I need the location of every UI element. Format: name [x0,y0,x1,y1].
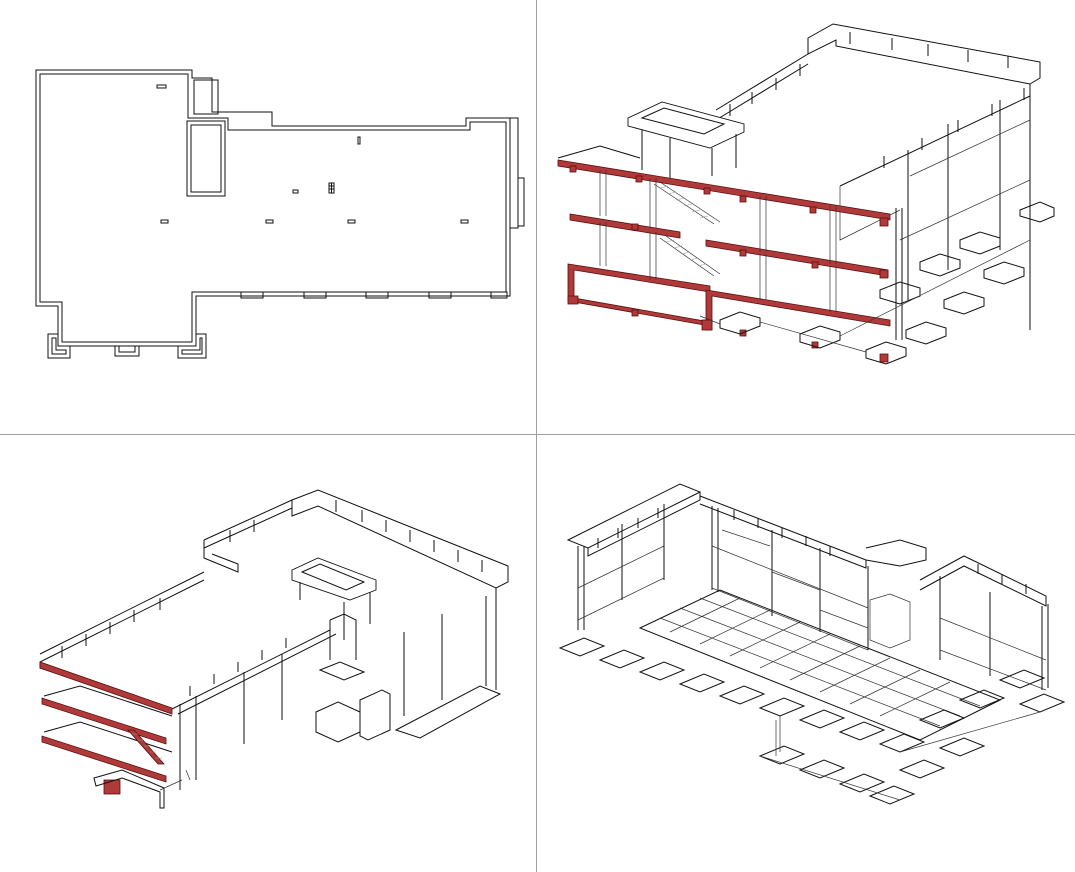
iso-exploded-floors-view[interactable] [0,435,536,872]
plan-footing-corner [177,333,207,359]
plan-opening [156,84,167,89]
plan-footing [490,291,508,299]
plan-top-annex [193,79,219,115]
plan-opening [160,219,169,224]
parapet-posts [61,500,483,658]
section-cut-level-3 [557,145,891,227]
horizontal-divider[interactable] [0,434,1075,435]
frame-columns [577,504,1049,690]
section-footing [103,779,121,795]
level-posts [189,638,287,696]
parapet-posts [729,32,1025,168]
plan-stair-core [186,120,226,197]
plan-stair-core-inner [190,124,222,193]
plan-outline-inner [39,73,507,343]
plan-footing [240,291,264,299]
interior-columns [599,170,903,340]
section-cut-level-1 [567,263,891,363]
iso-underside-drawing [558,483,1066,805]
plan-opening [357,136,361,145]
parapet-posts [597,508,1027,594]
exploded-slab-level-3 [39,661,173,715]
section-cut-level-2 [569,213,889,279]
vertical-divider[interactable] [536,0,537,872]
top-beam-left [566,483,702,549]
plan-drawing [35,69,525,359]
plan-opening [292,189,299,194]
plan-opening [460,219,469,224]
foundation-footings [558,637,1066,805]
iso-exploded-drawing [39,489,509,809]
foundation-footings [699,201,1055,365]
stair-tower-roof [291,557,377,601]
plan-footing [303,291,327,299]
iso-underside-foundation-view[interactable] [537,435,1075,872]
roof-parapet [807,23,1041,85]
plan-outline-outer [35,69,511,347]
plan-view[interactable] [0,0,536,434]
iso-section-cut-view[interactable] [537,0,1075,434]
stair-flights [653,181,721,277]
plan-footing [365,291,389,299]
plan-footing [428,291,452,299]
plan-footing-corner [47,333,71,359]
exploded-slab-level-2 [41,685,173,745]
plan-opening [347,219,356,224]
section-stair [127,729,165,765]
roof-parapet [291,489,509,589]
iso-section-drawing [557,23,1055,365]
plan-opening [265,219,274,224]
plan-right-strip [509,117,519,229]
stair-tower-roof [627,101,745,149]
frame-beams [577,529,1047,691]
